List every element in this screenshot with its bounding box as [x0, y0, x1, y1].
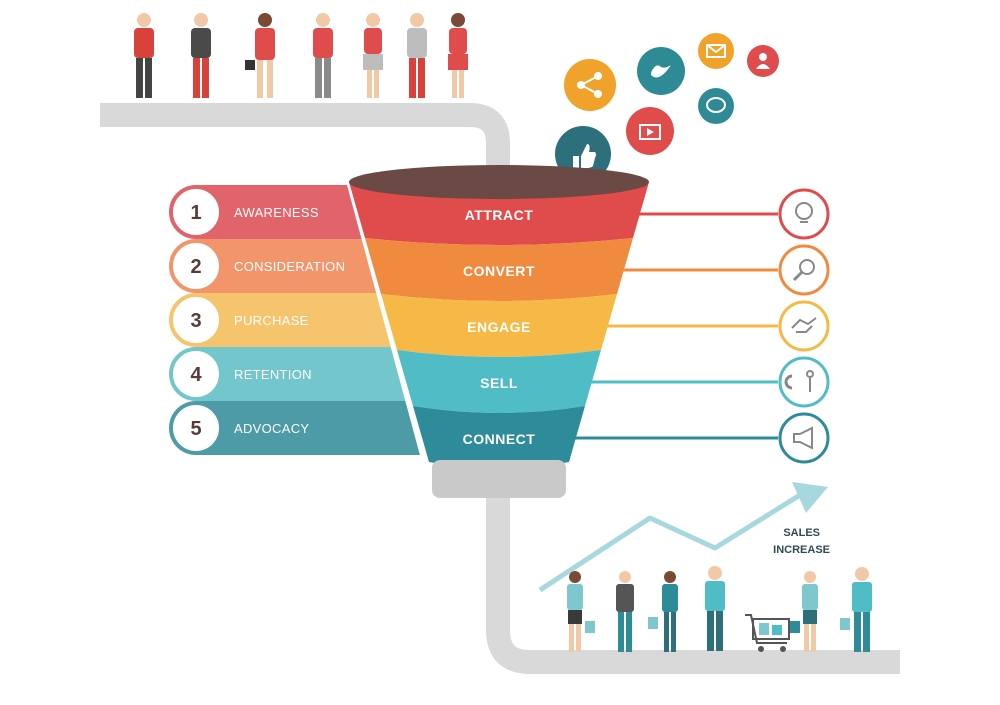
person-figure	[567, 571, 595, 652]
funnel-segment	[349, 182, 649, 245]
video-icon	[626, 107, 674, 155]
handshake-icon	[778, 300, 830, 352]
stage-band	[196, 185, 362, 239]
bottom-pipe	[486, 490, 900, 674]
stage-label: CONSIDERATION	[234, 259, 345, 274]
social-icons	[555, 33, 779, 182]
funnel: ATTRACT CONVERT ENGAGE SELL CONNECT	[349, 165, 649, 498]
stage-item: 5 ADVOCACY	[169, 401, 420, 455]
funnel-label: ENGAGE	[467, 319, 531, 335]
top-crowd	[134, 13, 468, 98]
right-icon-column	[571, 188, 830, 464]
funnel-top-rim	[349, 165, 649, 199]
person-figure	[790, 571, 818, 652]
person-figure	[313, 13, 333, 98]
stage-label: PURCHASE	[234, 313, 309, 328]
idea-head-icon	[778, 188, 830, 240]
sales-label-line2: INCREASE	[773, 544, 830, 556]
funnel-label: ATTRACT	[465, 207, 534, 223]
funnel-label: CONVERT	[463, 263, 535, 279]
magnifier-icon	[778, 244, 830, 296]
stage-number-circle	[169, 185, 223, 239]
person-figure	[134, 13, 154, 98]
magnet-person-icon	[778, 356, 830, 408]
stage-number: 5	[190, 418, 201, 440]
stage-band	[196, 293, 391, 347]
person-figure	[616, 571, 634, 652]
stage-label: RETENTION	[234, 367, 312, 382]
stage-list: 1 AWARENESS 2 CONSIDERATION 3 PURCHASE 4 RETENT…	[169, 185, 420, 455]
person-figure	[191, 13, 211, 98]
person-figure	[363, 13, 383, 98]
stage-band	[196, 239, 377, 293]
stage-number-circle	[169, 401, 223, 455]
shopping-cart-icon	[745, 614, 790, 652]
trend-arrowhead	[792, 482, 828, 513]
stage-number: 1	[190, 202, 201, 224]
funnel-segment	[381, 294, 617, 357]
person-figure	[407, 13, 427, 98]
mail-icon	[698, 33, 734, 69]
person-figure	[245, 13, 275, 98]
stage-item: 4 RETENTION	[169, 347, 406, 401]
sales-label-line1: SALES	[783, 527, 820, 539]
funnel-label: CONNECT	[463, 431, 536, 447]
stage-number-circle	[169, 239, 223, 293]
stage-band	[196, 347, 406, 401]
bottom-crowd	[567, 566, 872, 652]
stage-item: 3 PURCHASE	[169, 293, 391, 347]
top-pipe	[100, 103, 510, 200]
stage-band	[196, 401, 420, 455]
stage-number: 3	[190, 310, 201, 332]
funnel-segment	[413, 406, 585, 469]
funnel-neck	[432, 460, 566, 498]
stage-number-circle	[169, 347, 223, 401]
twitter-bird-icon	[637, 47, 685, 95]
stage-number: 2	[190, 256, 201, 278]
person-figure	[840, 567, 872, 652]
funnel-label: SELL	[480, 375, 518, 391]
share-icon	[564, 59, 616, 111]
stage-number-circle	[169, 293, 223, 347]
stage-number: 4	[190, 364, 202, 386]
person-figure	[448, 13, 468, 98]
megaphone-icon	[778, 412, 830, 464]
stage-item: 1 AWARENESS	[169, 185, 362, 239]
trend-line	[538, 492, 802, 593]
stage-label: AWARENESS	[234, 205, 319, 220]
stage-item: 2 CONSIDERATION	[169, 239, 377, 293]
chat-icon	[698, 88, 734, 124]
funnel-segment	[397, 350, 601, 413]
person-figure	[648, 571, 678, 652]
user-icon	[747, 45, 779, 77]
funnel-segment	[365, 238, 633, 301]
sales-trend: SALES INCREASE	[538, 482, 830, 593]
stage-label: ADVOCACY	[234, 421, 309, 436]
person-figure	[705, 566, 725, 651]
